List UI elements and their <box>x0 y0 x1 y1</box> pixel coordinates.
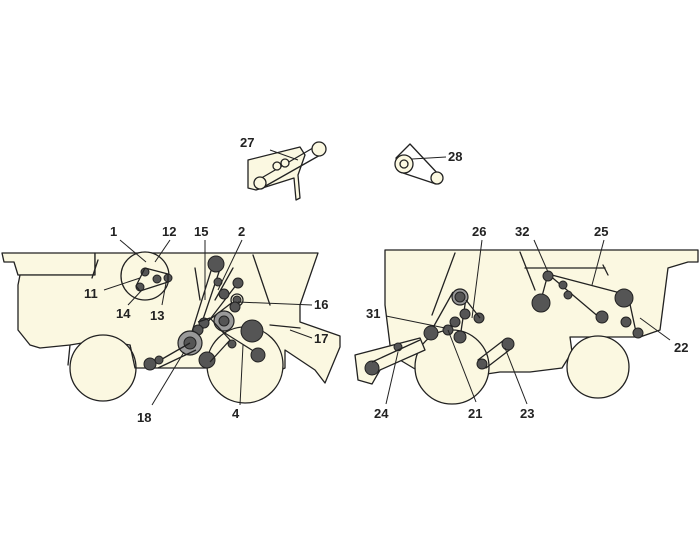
callout-25: 25 <box>594 224 608 239</box>
callout-1: 1 <box>110 224 117 239</box>
callout-17: 17 <box>314 331 328 346</box>
callout-18: 18 <box>137 410 151 425</box>
front-wheel-left <box>69 334 137 402</box>
callout-21: 21 <box>468 406 482 421</box>
callout-12: 12 <box>162 224 176 239</box>
header-left <box>1 252 96 276</box>
callout-24: 24 <box>374 406 389 421</box>
callout-32: 32 <box>515 224 529 239</box>
callout-labels: 1 12 15 2 11 14 13 16 17 4 18 27 28 26 3… <box>84 135 688 425</box>
callout-31: 31 <box>366 306 380 321</box>
callout-16: 16 <box>314 297 328 312</box>
detail-27 <box>247 141 327 201</box>
detail-28 <box>394 143 444 185</box>
callout-2: 2 <box>238 224 245 239</box>
combine-right-side-view <box>354 249 699 405</box>
callout-leaders <box>103 149 671 406</box>
callout-22: 22 <box>674 340 688 355</box>
callout-27: 27 <box>240 135 254 150</box>
rear-wheel-right <box>566 335 630 399</box>
callout-26: 26 <box>472 224 486 239</box>
combine-left-side-view <box>1 251 341 404</box>
callout-11: 11 <box>84 286 98 301</box>
callout-28: 28 <box>448 149 462 164</box>
callout-23: 23 <box>520 406 534 421</box>
callout-4: 4 <box>232 406 240 421</box>
callout-15: 15 <box>194 224 208 239</box>
callout-13: 13 <box>150 308 164 323</box>
callout-14: 14 <box>116 306 131 321</box>
